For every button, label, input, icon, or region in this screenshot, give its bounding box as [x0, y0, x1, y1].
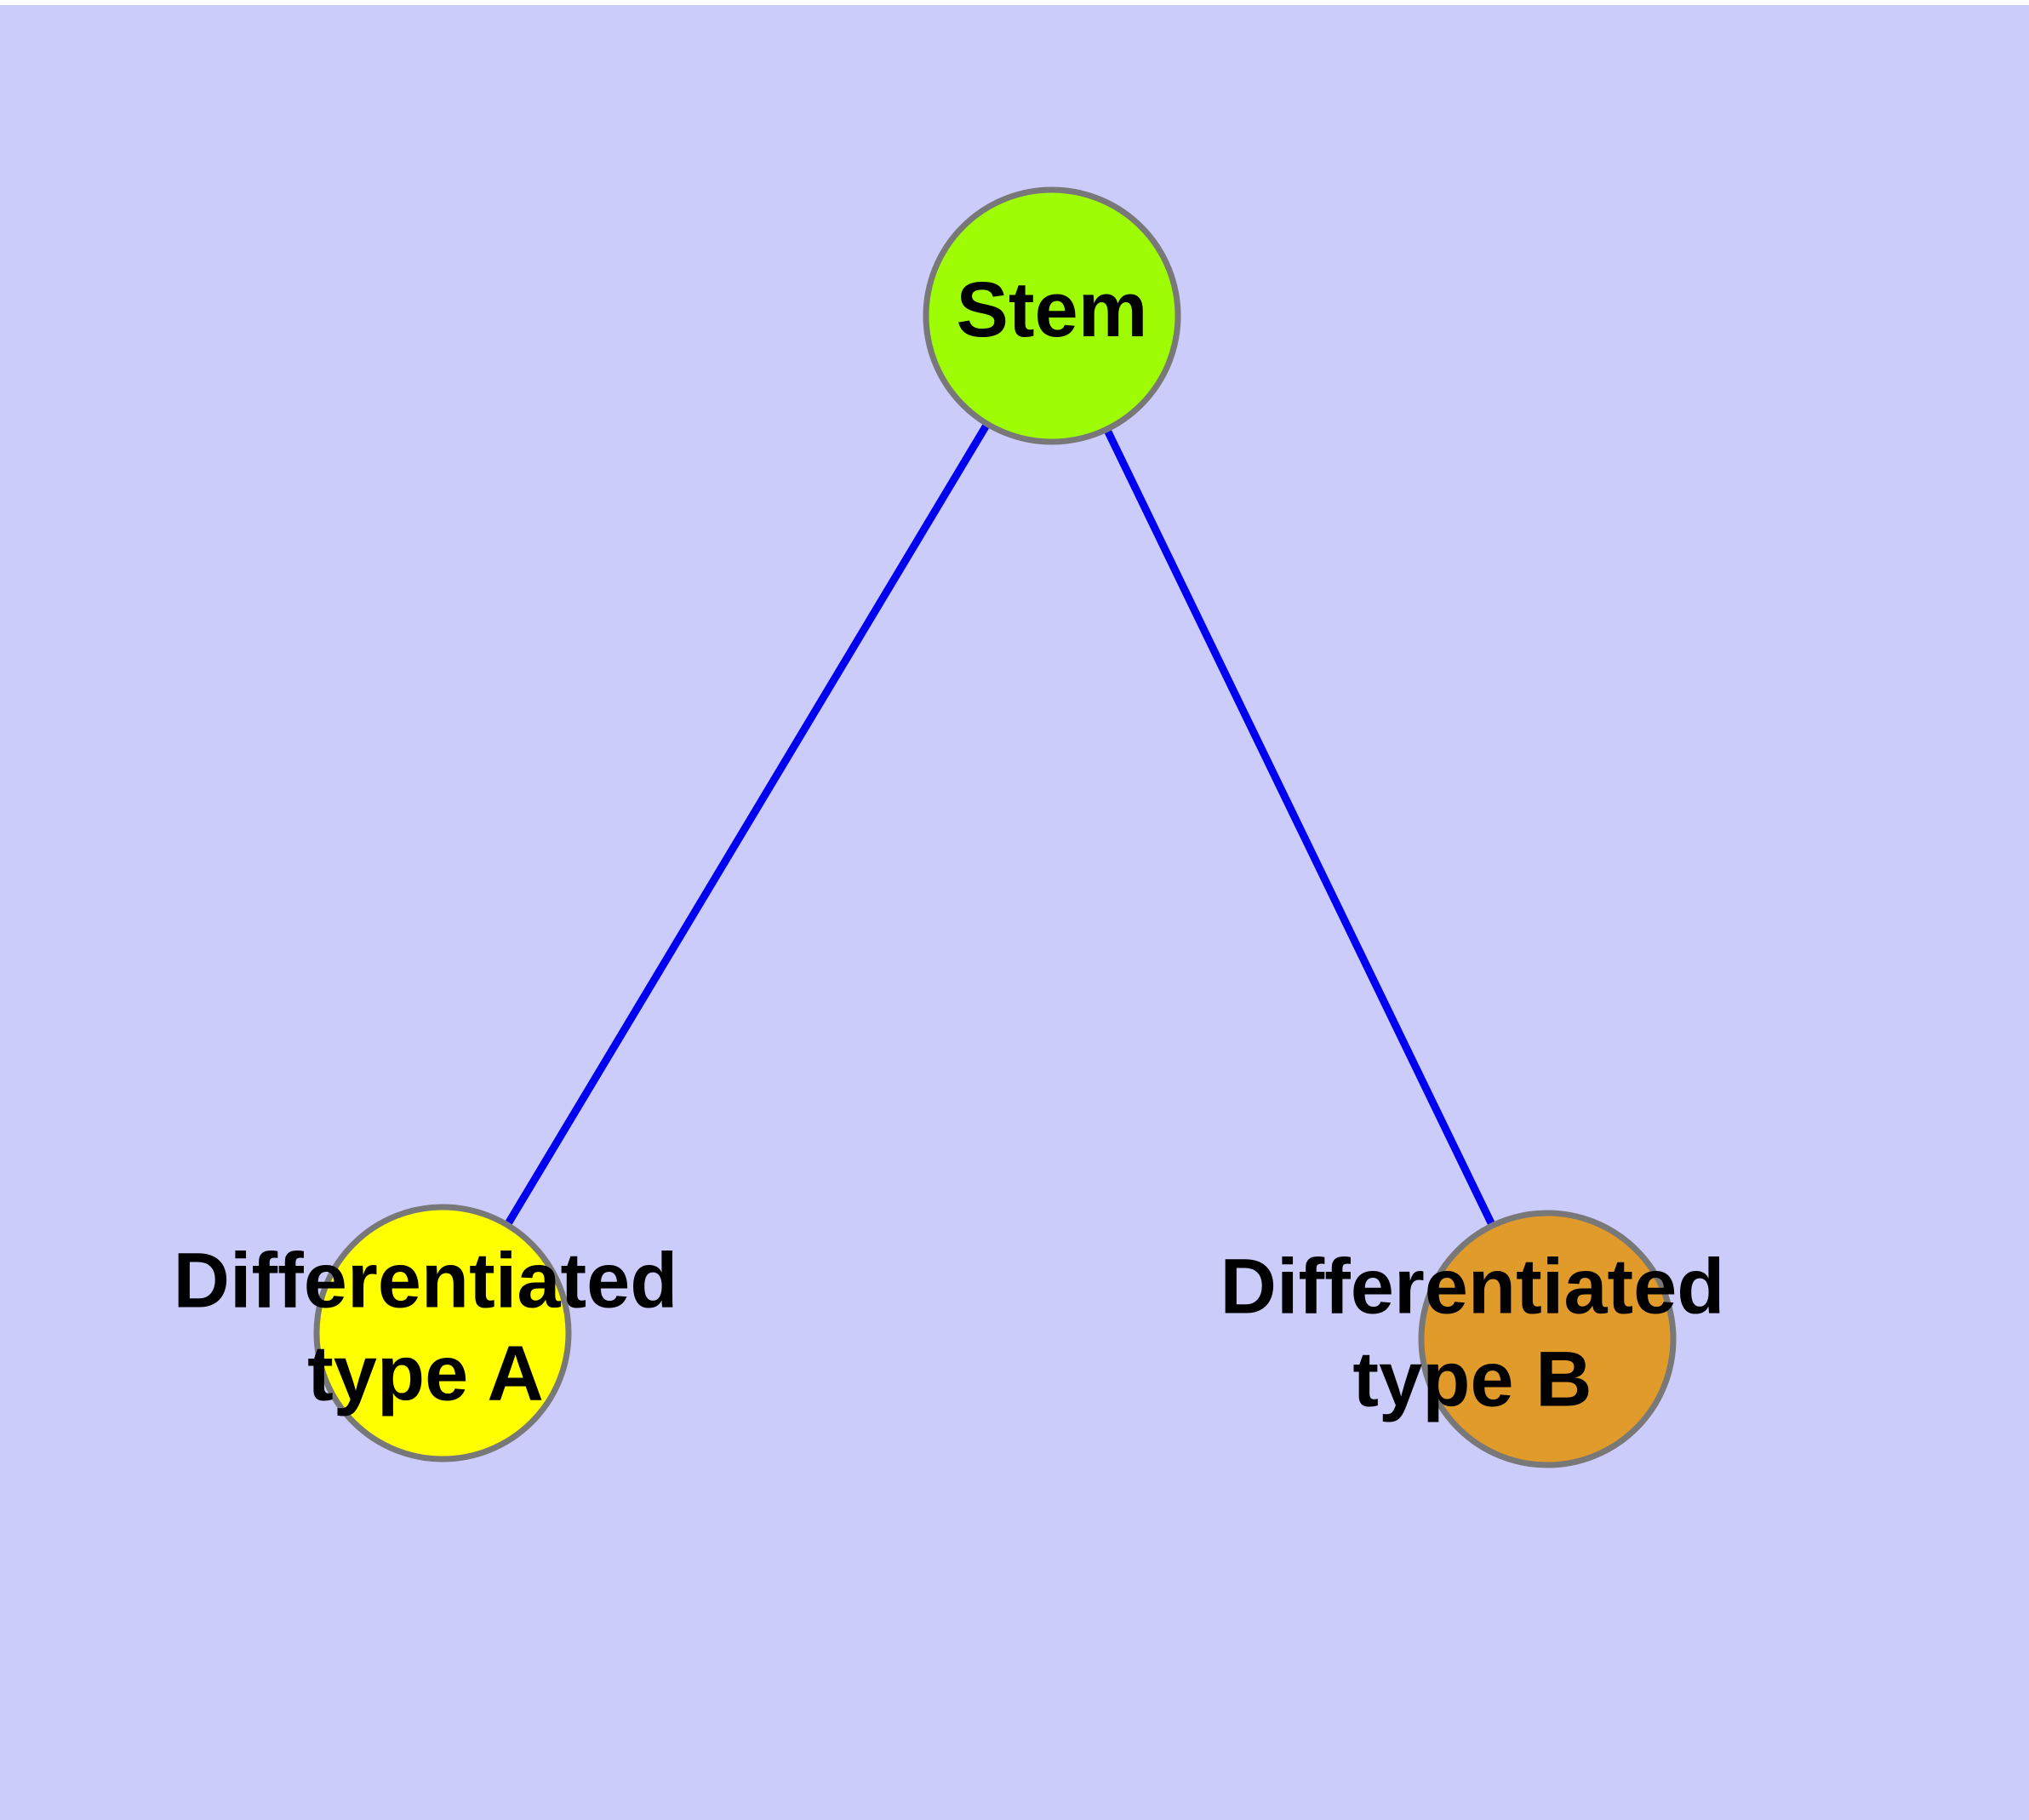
node-label-stem: Stem: [957, 266, 1148, 353]
node-label-line: type B: [1352, 1336, 1592, 1423]
nodes-layer: [313, 186, 1677, 1468]
edge-stem-to-differentiated-type-b[interactable]: [1048, 314, 1552, 1341]
node-label-line: Stem: [957, 266, 1148, 353]
edge-stem-to-differentiated-type-a[interactable]: [439, 313, 1055, 1336]
node-differentiated-type-a[interactable]: [313, 1204, 572, 1462]
node-label-line: type A: [307, 1331, 544, 1417]
top-white-strip: [0, 0, 2029, 5]
node-label-line: Differentiated: [1220, 1244, 1725, 1331]
edges-layer: [439, 313, 1552, 1341]
node-differentiated-type-b[interactable]: [1418, 1210, 1677, 1468]
node-stem[interactable]: [923, 186, 1181, 445]
node-label-line: Differentiated: [174, 1238, 678, 1325]
